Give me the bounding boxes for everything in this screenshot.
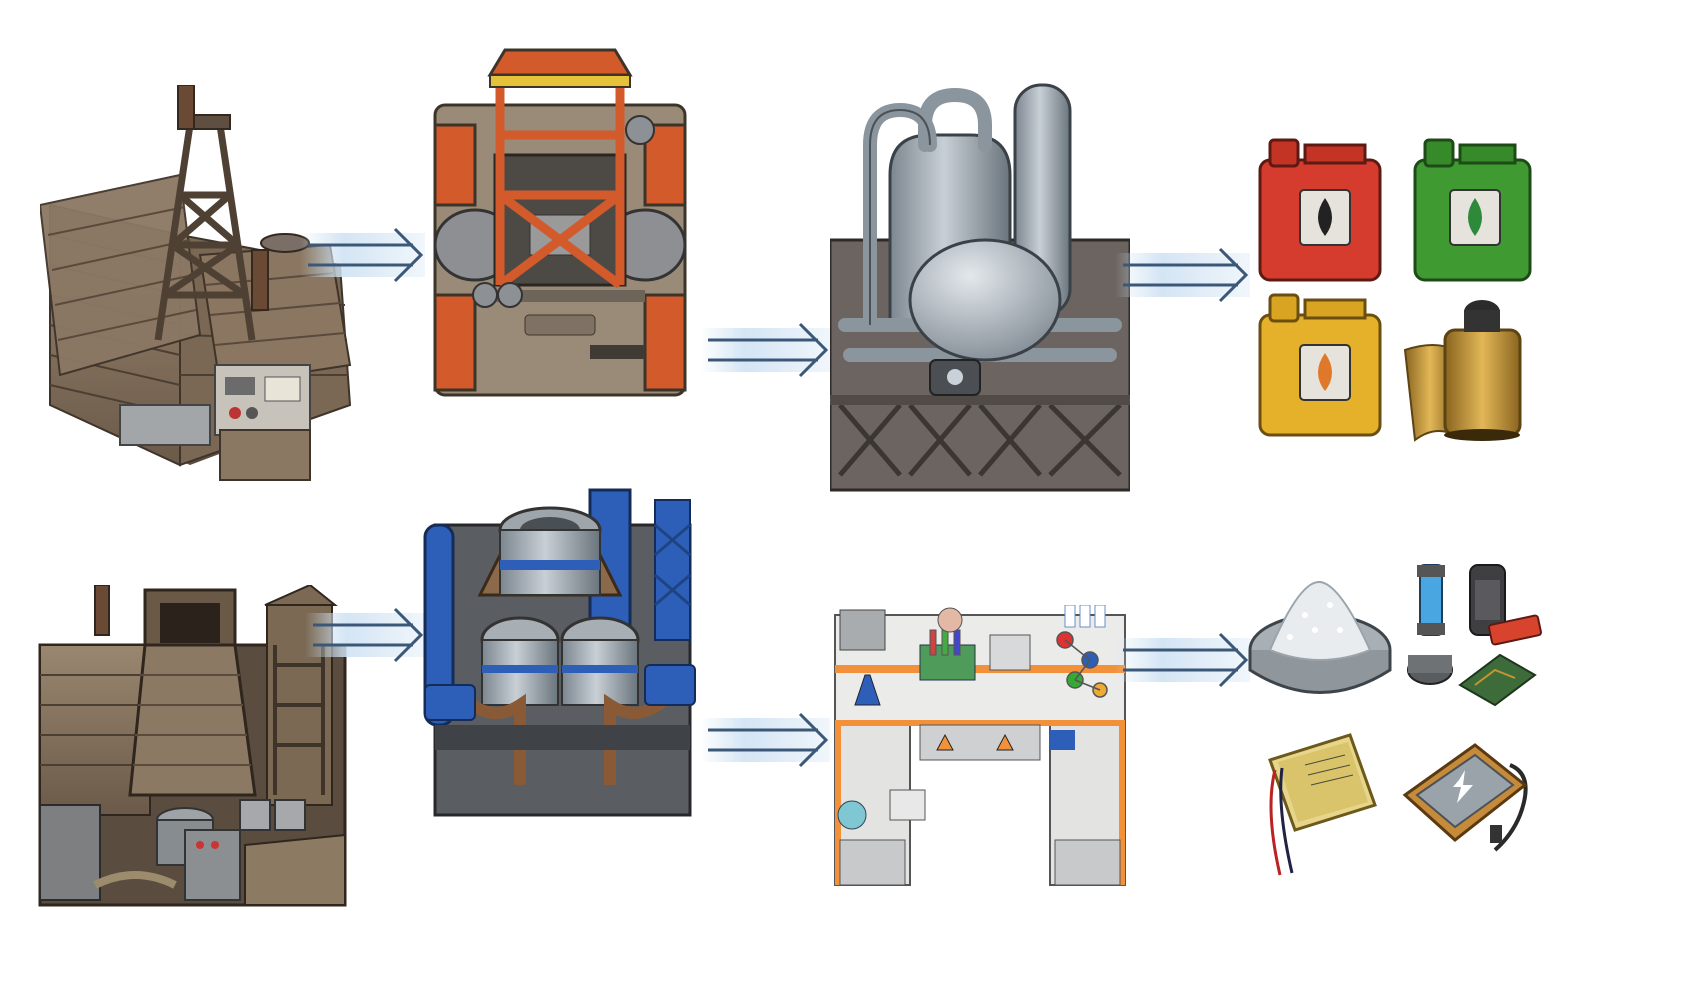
arrow-right-icon [305, 605, 425, 665]
golden-fabric-spool-icon [1400, 290, 1540, 445]
arrow-right-icon [1115, 630, 1250, 690]
arrow-right-icon [700, 710, 830, 770]
battery-cell-icon [1260, 730, 1380, 880]
electronic-components-icon [1405, 560, 1545, 710]
oil-refinery-icon [830, 75, 1130, 505]
red-fuel-canister-icon [1255, 135, 1385, 285]
yellow-fuel-canister-icon [1255, 290, 1385, 440]
arrow-right-icon [300, 225, 425, 285]
chemistry-lab-icon [830, 605, 1130, 890]
oil-pump-rig-icon [415, 45, 705, 405]
oil-derrick-icon [40, 85, 360, 505]
arrow-right-icon [700, 320, 830, 380]
green-fuel-canister-icon [1410, 135, 1535, 285]
chemical-extractor-icon [420, 485, 700, 835]
salt-crystal-bowl-icon [1245, 575, 1395, 700]
mine-shaft-icon [35, 585, 355, 910]
arrow-right-icon [1115, 245, 1250, 305]
power-bank-icon [1395, 725, 1535, 865]
